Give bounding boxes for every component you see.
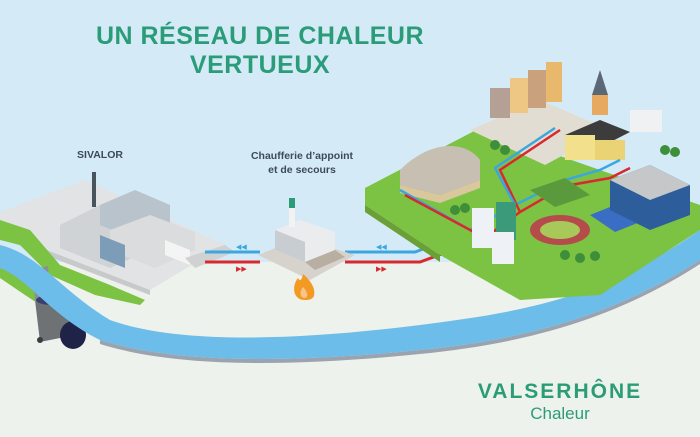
title-line-1: UN RÉSEAU DE CHALEUR [95,22,425,50]
flame-icon [294,274,315,300]
brand-name: VALSERHÔNE [477,380,643,403]
sivalor-site [0,172,235,335]
title-line-2: VERTUEUX [189,51,331,79]
flow-left-icon: ◀◀ [236,243,247,251]
chaufferie-label: Chaufferie d’appoint et de secours [232,149,372,177]
flow-right-icon: ▶▶ [376,265,387,273]
church-steeple-icon [592,70,608,95]
chimney-icon [92,172,96,207]
river [0,230,700,360]
brand-logo: VALSERHÔNE Chaleur [470,380,650,424]
town-district [365,62,700,300]
chaufferie-label-line-1: Chaufferie d’appoint [250,150,354,162]
chaufferie-label-line-2: et de secours [268,164,336,176]
sivalor-label: SIVALOR [77,149,123,161]
flow-right-icon: ▶▶ [236,265,247,273]
flow-left-icon: ◀◀ [376,243,387,251]
backup-boiler-building [258,198,355,280]
brand-subtitle: Chaleur [530,404,590,423]
page-title: UN RÉSEAU DE CHALEUR VERTUEUX [80,22,440,80]
